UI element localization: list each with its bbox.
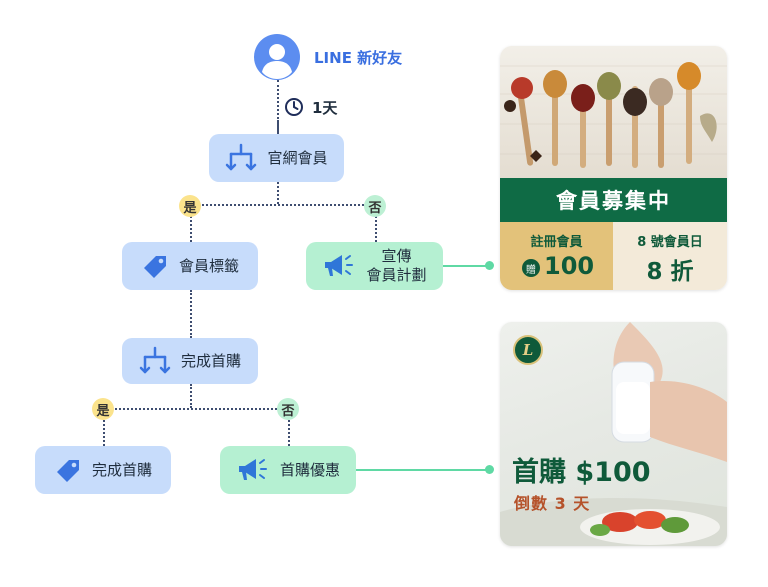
register-member-title: 註冊會員 <box>530 235 583 250</box>
megaphone-icon <box>325 255 354 276</box>
connector-no-1 <box>375 204 377 242</box>
connector-wait-official <box>277 120 279 136</box>
no-badge-1: 否 <box>364 195 386 217</box>
clock-icon <box>284 97 304 117</box>
promo-line-2: 會員計劃 <box>366 266 427 284</box>
connector-offer-card-dot <box>485 465 494 474</box>
no-badge-2: 否 <box>277 398 299 420</box>
connector-yes-1 <box>190 204 192 242</box>
brand-logo-letter: L <box>522 341 534 359</box>
wait-label: 1天 <box>312 99 338 117</box>
spices-image <box>500 46 727 178</box>
member-tag-label: 會員標籤 <box>178 256 239 275</box>
start-label: LINE 新好友 <box>314 49 403 67</box>
connector-yes-2 <box>103 408 105 446</box>
connector-split-2 <box>103 408 289 410</box>
yes-badge-1: 是 <box>179 195 201 217</box>
member-day-panel: 8 號會員日 8 折 <box>613 222 727 290</box>
tag-icon <box>56 460 79 482</box>
promo-line-1: 宣傳 <box>381 247 412 266</box>
first-purchase-offer-node[interactable]: 首購優惠 <box>220 446 356 494</box>
gift-badge: 贈 <box>522 259 540 277</box>
connector-tag-check <box>190 290 192 338</box>
megaphone-icon <box>238 459 267 480</box>
first-purchase-offer-label: 首購優惠 <box>279 460 340 479</box>
tag-icon <box>143 256 166 278</box>
connector-promo-card <box>443 265 489 267</box>
first-purchase-check-node[interactable]: 完成首購 <box>122 338 258 384</box>
first-purchase-headline: 首購 $100 <box>512 457 651 488</box>
connector-check-split <box>190 384 192 408</box>
yes-badge-2: 是 <box>92 398 114 420</box>
first-purchase-tag-node[interactable]: 完成首購 <box>35 446 171 494</box>
register-member-value: 100 <box>544 252 595 280</box>
connector-no-2 <box>288 408 290 446</box>
official-member-label: 官網會員 <box>267 148 328 167</box>
member-recruit-card[interactable]: 會員募集中 註冊會員 贈 100 8 號會員日 8 折 <box>500 46 727 290</box>
connector-promo-card-dot <box>485 261 494 270</box>
brand-logo: L <box>513 335 543 365</box>
member-day-value: 8 折 <box>646 259 694 285</box>
member-recruit-title: 會員募集中 <box>556 189 671 213</box>
user-icon <box>254 34 300 80</box>
avatar <box>254 34 300 80</box>
connector-split-1 <box>190 204 376 206</box>
member-recruit-banner: 會員募集中 <box>500 178 727 222</box>
official-member-node[interactable]: 官網會員 <box>209 134 344 182</box>
first-purchase-card[interactable]: L 首購 $100 倒數 3 天 <box>500 322 727 546</box>
connector-offer-card <box>356 469 489 471</box>
member-tag-node[interactable]: 會員標籤 <box>122 242 258 290</box>
register-member-panel: 註冊會員 贈 100 <box>500 222 613 290</box>
first-purchase-check-label: 完成首購 <box>180 351 241 370</box>
connector-start-wait <box>277 80 279 135</box>
first-purchase-tag-label: 完成首購 <box>91 460 152 479</box>
branch-icon <box>139 346 171 374</box>
first-purchase-countdown: 倒數 3 天 <box>514 494 591 513</box>
branch-icon <box>226 143 257 171</box>
promo-member-plan-node[interactable]: 宣傳 會員計劃 <box>306 242 443 290</box>
connector-official-split <box>277 182 279 204</box>
member-day-title: 8 號會員日 <box>637 235 703 250</box>
promo-member-plan-label: 宣傳 會員計劃 <box>366 247 426 285</box>
